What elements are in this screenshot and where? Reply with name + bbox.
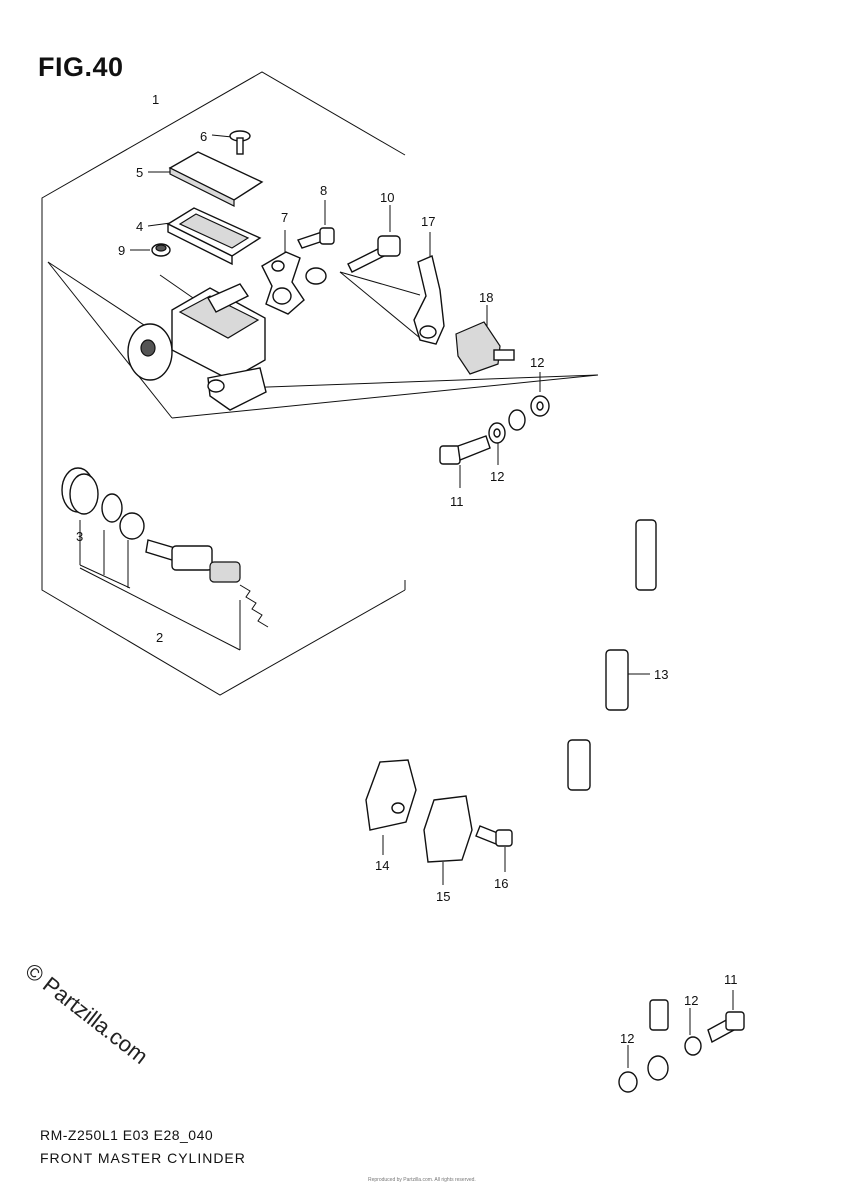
clamp-part-7: [261, 251, 327, 315]
callout-12-top-right: 12: [530, 355, 544, 370]
washer-piston: [119, 512, 145, 540]
callout-4: 4: [136, 219, 143, 234]
callout-2: 2: [156, 630, 163, 645]
callout-17: 17: [421, 214, 435, 229]
screw-part-6: [229, 130, 251, 155]
washer-part-12-bottom-right: [684, 1036, 702, 1056]
figure-title: FIG.40: [38, 52, 124, 82]
circlip: [101, 493, 123, 523]
callout-14: 14: [375, 858, 389, 873]
callout-12-top-left: 12: [490, 469, 504, 484]
boot-part-3: [61, 467, 99, 515]
bracket-part-14: [365, 759, 417, 831]
reservoir-cap-part-5: [168, 151, 264, 207]
banjo-bolt-part-11-bottom: [707, 1011, 745, 1044]
washer-part-12-bottom-left: [618, 1071, 638, 1093]
banjo-bolt-part-11-top: [439, 435, 491, 465]
callout-8: 8: [320, 183, 327, 198]
callout-11-bottom: 11: [724, 972, 738, 987]
bolt-part-8: [297, 227, 335, 249]
guide-part-15: [423, 795, 473, 863]
figure-caption: FRONT MASTER CYLINDER: [40, 1150, 246, 1166]
callout-12-bottom-left: 12: [620, 1031, 634, 1046]
piston-kit-part-2: [145, 539, 269, 628]
bolt-part-16: [475, 825, 513, 847]
washers-part-12-top: [488, 395, 550, 444]
callout-7: 7: [281, 210, 288, 225]
switch-part-18: [455, 321, 515, 375]
callout-11-top: 11: [450, 494, 464, 509]
callout-3: 3: [76, 529, 83, 544]
credit-text: Reproduced by Partzilla.com. All rights …: [368, 1177, 476, 1183]
callout-15: 15: [436, 889, 450, 904]
callout-1: 1: [152, 92, 159, 107]
callout-9: 9: [118, 243, 125, 258]
lever-part-17: [413, 255, 445, 345]
bolt-part-10: [347, 235, 401, 273]
callout-16: 16: [494, 876, 508, 891]
assembly-outline: [41, 71, 406, 696]
model-code: RM-Z250L1 E03 E28_040: [40, 1127, 214, 1143]
callout-13: 13: [654, 667, 668, 682]
master-cylinder-body: [127, 283, 267, 411]
diaphragm-part-4: [166, 207, 262, 266]
callout-5: 5: [136, 165, 143, 180]
callout-18: 18: [479, 290, 493, 305]
callout-6: 6: [200, 129, 207, 144]
brake-hose-part-13: [528, 416, 669, 1081]
callout-10: 10: [380, 190, 394, 205]
callout-12-bottom-right: 12: [684, 993, 698, 1008]
plug-part-9: [151, 243, 171, 257]
